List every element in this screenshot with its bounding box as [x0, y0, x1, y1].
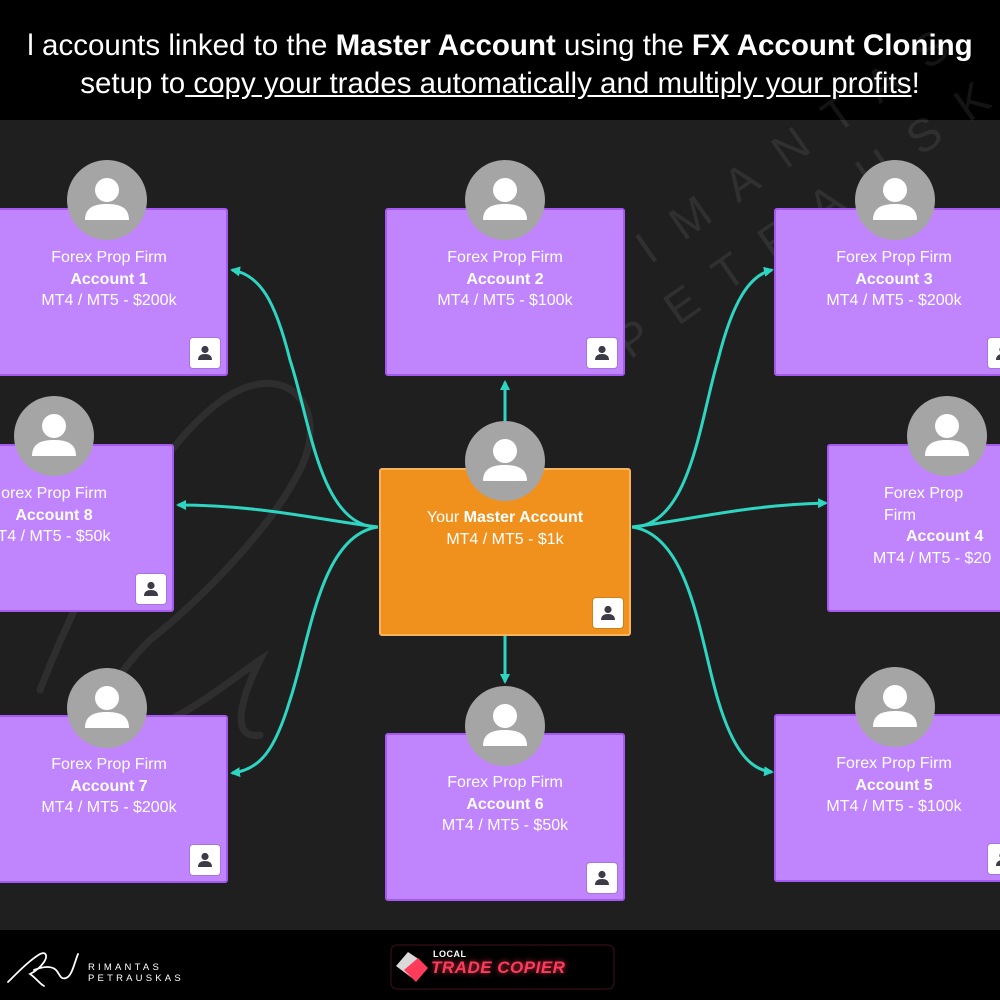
account-card-4[interactable]: Forex Prop Firm Account 4 MT4 / MT5 - $2… [827, 444, 1000, 612]
account-card-8[interactable]: orex Prop Firm Account 8 T4 / MT5 - $50k [0, 444, 174, 612]
user-avatar-icon [907, 396, 987, 476]
trade-copier-logo-icon [390, 944, 615, 990]
account-name: Account 3 [855, 270, 933, 288]
author-name-text: RIMANTAS PETRAUSKAS [88, 962, 184, 984]
user-avatar-icon [465, 421, 545, 501]
headline-text-4: ! [911, 67, 920, 100]
user-avatar-icon [465, 686, 545, 766]
account-firm: Forex Prop Firm [836, 755, 952, 772]
account-name: Account 7 [70, 777, 148, 795]
account-detail: MT4 / MT5 - $20 [873, 549, 992, 567]
account-card-5[interactable]: Forex Prop Firm Account 5 MT4 / MT5 - $1… [774, 714, 1000, 882]
headline-bold-1: Master Account [335, 29, 556, 62]
user-avatar-icon [855, 160, 935, 240]
headline-text-3: setup to [80, 67, 186, 100]
link-master-account7 [230, 525, 379, 778]
master-title: Master Account [463, 509, 584, 526]
user-badge-icon[interactable] [587, 863, 617, 893]
link-master-account5 [631, 525, 774, 777]
account-name: Account 8 [15, 506, 93, 524]
account-name: Account 6 [466, 795, 544, 813]
user-avatar-icon [855, 667, 935, 747]
master-title-line: Your Master Account [381, 507, 629, 529]
account-detail: MT4 / MT5 - $50k [441, 817, 569, 834]
user-badge-icon[interactable] [587, 338, 617, 368]
account-name: Account 2 [466, 270, 544, 288]
account-name: Account 4 [906, 528, 984, 545]
account-detail: MT4 / MT5 - $100k [437, 292, 573, 309]
account-detail: MT4 / MT5 - $200k [41, 799, 177, 816]
account-firm: Forex Prop Firm [51, 756, 167, 773]
headline-text-1: l accounts linked to the [27, 29, 336, 62]
user-avatar-icon [14, 396, 94, 476]
account-firm: Forex Prop Firm [51, 249, 167, 266]
link-master-account8 [176, 500, 379, 529]
headline-bold-2: FX Account Cloning [691, 29, 973, 62]
brand-main-text: TRADE COPIER [431, 958, 566, 977]
brand-small-text: LOCAL [433, 949, 467, 959]
footer-bar [0, 930, 1000, 1000]
master-prefix: Your [426, 509, 464, 526]
account-detail: MT4 / MT5 - $200k [41, 292, 177, 309]
headline: l accounts linked to the Master Account … [0, 27, 1000, 103]
user-badge-icon[interactable] [988, 844, 1000, 874]
account-firm: Forex Prop Firm [447, 774, 563, 791]
header-banner: l accounts linked to the Master Account … [0, 0, 1000, 120]
signature-logo-icon [7, 952, 79, 987]
user-badge-icon[interactable] [593, 598, 623, 628]
user-badge-icon[interactable] [988, 338, 1000, 368]
user-badge-icon[interactable] [190, 338, 220, 368]
account-firm: orex Prop Firm [1, 485, 107, 502]
account-detail: MT4 / MT5 - $200k [826, 292, 962, 309]
user-avatar-icon [67, 160, 147, 240]
headline-text-2: using the [555, 29, 692, 62]
account-firm: Forex Prop Firm [447, 249, 563, 266]
account-firm: Forex Prop Firm [884, 485, 964, 524]
link-master-account3 [631, 266, 774, 529]
user-avatar-icon [465, 160, 545, 240]
user-badge-icon[interactable] [136, 574, 166, 604]
user-avatar-icon [67, 668, 147, 748]
author-name: RIMANTAS PETRAUSKAS [88, 962, 188, 984]
master-detail: MT4 / MT5 - $1k [446, 530, 564, 548]
account-detail: T4 / MT5 - $50k [0, 528, 111, 545]
link-master-account4 [631, 498, 828, 529]
link-master-account1 [230, 266, 379, 529]
account-name: Account 1 [70, 270, 148, 288]
user-badge-icon[interactable] [190, 845, 220, 875]
headline-underlined: copy your trades automatically and multi… [185, 67, 912, 100]
account-firm: Forex Prop Firm [836, 249, 952, 266]
account-name: Account 5 [855, 776, 933, 794]
account-detail: MT4 / MT5 - $100k [826, 798, 962, 815]
